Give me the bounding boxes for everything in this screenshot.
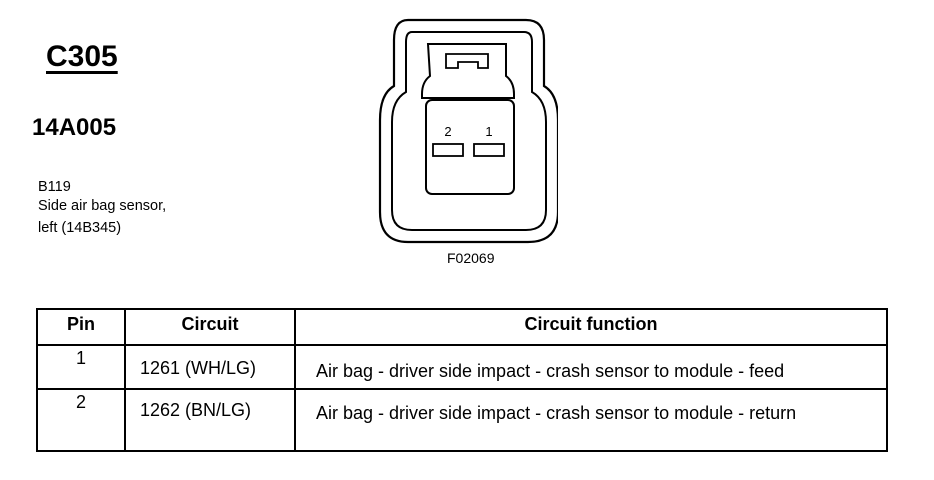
pin-table: Pin Circuit Circuit function 1 1261 (WH/… (36, 308, 888, 452)
header-circuit-function: Circuit function (294, 308, 888, 346)
circuit-function-cell: Air bag - driver side impact - crash sen… (294, 344, 888, 390)
pin-terminal-1 (473, 143, 505, 157)
pin-label-2: 2 (444, 124, 451, 139)
circuit-cell: 1261 (WH/LG) (124, 344, 296, 390)
connector-outer-housing (378, 18, 558, 244)
component-description-line-1: Side air bag sensor, (38, 198, 167, 214)
pin-label-1: 1 (485, 124, 492, 139)
header-circuit: Circuit (124, 308, 296, 346)
pin-terminal-2 (432, 143, 464, 157)
connector-inner-housing (391, 31, 547, 231)
table-row: 1 1261 (WH/LG) Air bag - driver side imp… (36, 344, 888, 390)
pin-cavity-body (425, 99, 515, 195)
connector-id: C305 (46, 40, 118, 73)
connector-face-drawing: 2 1 (378, 18, 558, 244)
table-row: 2 1262 (BN/LG) Air bag - driver side imp… (36, 388, 888, 452)
header-pin: Pin (36, 308, 126, 346)
connector-latch (421, 43, 515, 99)
component-code: B119 (38, 179, 71, 195)
connector-latch-tab (445, 53, 489, 69)
table-header-row: Pin Circuit Circuit function (36, 308, 888, 346)
component-description-line-2: left (14B345) (38, 220, 122, 236)
circuit-cell: 1262 (BN/LG) (124, 388, 296, 452)
figure-code: F02069 (447, 250, 495, 266)
pin-cell: 2 (36, 388, 126, 452)
pin-cell: 1 (36, 344, 126, 390)
part-number: 14A005 (32, 114, 117, 141)
circuit-function-cell: Air bag - driver side impact - crash sen… (294, 388, 888, 452)
